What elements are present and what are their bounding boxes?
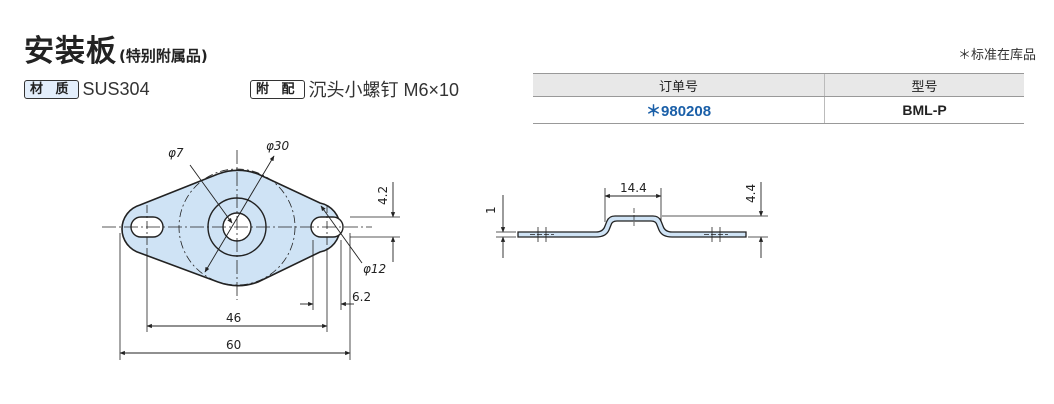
accessory-value: 沉头小螺钉 M6×10 — [308, 80, 460, 100]
side-view: 14.4 1 4.4 — [484, 181, 768, 258]
header-model: 型号 — [824, 73, 1024, 97]
dim-t1: 1 — [484, 206, 498, 214]
model-cell: BML-P — [824, 96, 1024, 124]
title-main: 安装板 — [24, 34, 117, 69]
order-table: 订单号 型号 ＊980208 BML-P — [533, 73, 1024, 124]
accessory-spec: 附 配 沉头小螺钉 M6×10 — [250, 78, 459, 100]
dim-w62: 6.2 — [352, 290, 371, 304]
page-title: 安装板(特别附属品) — [24, 26, 208, 70]
header-order-no: 订单号 — [533, 73, 825, 97]
stock-note: ＊标准在库品 — [957, 48, 1036, 63]
title-note: (特别附属品) — [119, 47, 208, 65]
dim-c46: 46 — [226, 311, 241, 325]
dim-t42: 4.2 — [376, 186, 390, 205]
order-number-cell: ＊980208 — [533, 96, 825, 124]
dim-l60: 60 — [226, 338, 241, 352]
dim-d30: φ30 — [266, 139, 290, 153]
dim-d7: φ7 — [168, 146, 184, 160]
material-spec: 材 质 SUS304 — [24, 78, 150, 100]
material-label: 材 质 — [24, 79, 79, 99]
material-value: SUS304 — [82, 78, 150, 99]
table-row: ＊980208 BML-P — [533, 96, 1024, 124]
plan-view: φ7 φ30 4.2 φ12 6.2 46 60 — [102, 139, 400, 360]
dim-h44: 4.4 — [744, 184, 758, 203]
dim-w144: 14.4 — [620, 181, 647, 195]
dim-d12: φ12 — [363, 262, 386, 276]
accessory-label: 附 配 — [250, 79, 305, 99]
bent-plate-profile — [517, 215, 747, 238]
